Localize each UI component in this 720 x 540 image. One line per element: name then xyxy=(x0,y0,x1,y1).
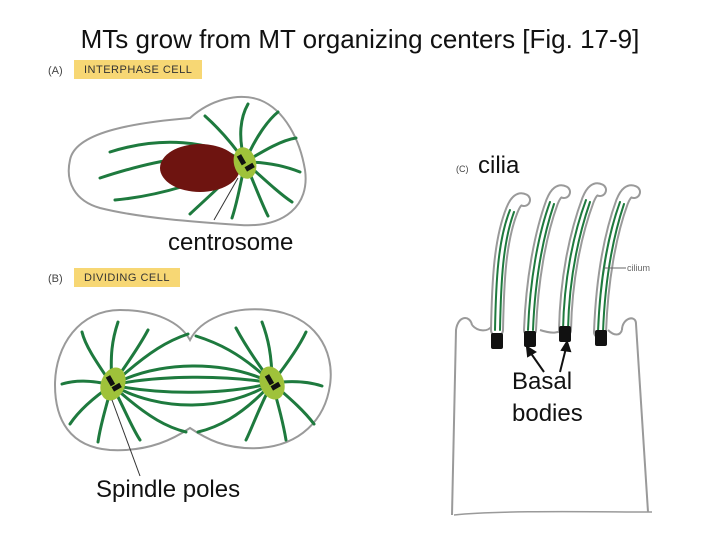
figure-title: MTs grow from MT organizing centers [Fig… xyxy=(80,24,640,54)
cilia-label: cilia xyxy=(478,152,520,179)
panel-a-tag: INTERPHASE CELL xyxy=(74,60,203,79)
panel-b-tag: DIVIDING CELL xyxy=(74,268,180,287)
centrosome-leader-line xyxy=(213,177,239,221)
spindle-poles-label: Spindle poles xyxy=(96,476,241,503)
basal-body-3 xyxy=(559,326,571,342)
centrosome-label: centrosome xyxy=(168,229,294,256)
spindle-pole-leader-line xyxy=(111,399,141,477)
cilium-2 xyxy=(523,184,571,337)
cilium-3 xyxy=(558,182,607,337)
dividing-cell-outline xyxy=(53,308,332,452)
ciliated-cell xyxy=(451,182,653,516)
dividing-cell xyxy=(53,308,332,477)
cilium-1 xyxy=(490,192,531,337)
cilium-label: cilium xyxy=(627,263,651,273)
basal-bodies-label-line1: Basal xyxy=(512,368,573,395)
basal-body-arrows xyxy=(525,339,572,373)
basal-body-4 xyxy=(595,330,607,346)
nucleus xyxy=(160,144,240,192)
basal-bodies xyxy=(491,326,607,349)
panel-b-letter: (B) xyxy=(48,273,63,285)
basal-body-2 xyxy=(524,331,536,347)
basal-body-1 xyxy=(491,333,503,349)
cilia-group xyxy=(490,182,641,339)
panel-c-letter: (C) xyxy=(456,164,469,174)
interphase-cell xyxy=(67,95,307,227)
panel-a-letter: (A) xyxy=(48,65,63,77)
ciliated-cell-outline xyxy=(451,317,649,516)
cilium-4 xyxy=(593,184,641,339)
basal-bodies-label-line2: bodies xyxy=(512,400,583,427)
